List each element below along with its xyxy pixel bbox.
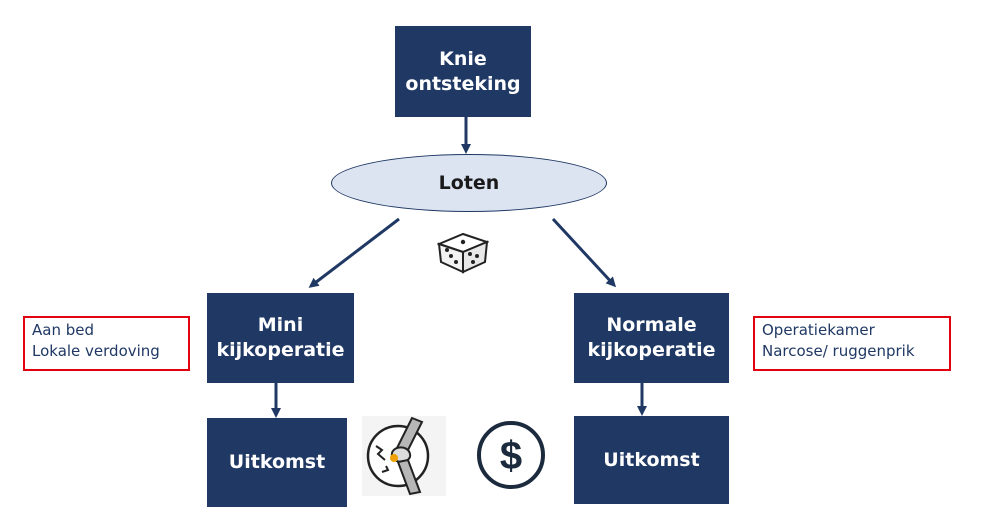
- arrow-ellipse-to-mini: [308, 217, 400, 288]
- operating-room-note-line-1: Operatiekamer: [762, 321, 875, 339]
- bedside-note: Aan bed Lokale verdoving: [23, 316, 190, 371]
- svg-text:$: $: [500, 434, 522, 478]
- knee-inflammation-box: Knie ontsteking: [395, 26, 531, 117]
- bedside-note-line-2: Lokale verdoving: [32, 342, 160, 360]
- normal-arthroscopy-line-2: kijkoperatie: [587, 339, 716, 361]
- knee-inflammation-line-1: Knie: [439, 47, 487, 70]
- mini-arthroscopy-line-1: Mini: [257, 314, 304, 336]
- outcome-left-label: Uitkomst: [228, 451, 326, 473]
- knee-joint-icon: [362, 416, 446, 496]
- outcome-right-label: Uitkomst: [603, 448, 700, 471]
- outcome-box-right: Uitkomst: [574, 416, 729, 504]
- dollar-icon: $: [474, 417, 554, 497]
- bedside-note-line-1: Aan bed: [32, 321, 94, 339]
- operating-room-note-line-2: Narcose/ ruggenprik: [762, 342, 915, 360]
- knee-inflammation-line-2: ontsteking: [405, 72, 521, 95]
- operating-room-note: Operatiekamer Narcose/ ruggenprik: [753, 316, 951, 371]
- mini-arthroscopy-line-2: kijkoperatie: [216, 339, 345, 361]
- randomization-label: Loten: [438, 172, 500, 194]
- normal-arthroscopy-box: Normale kijkoperatie: [574, 293, 729, 383]
- outcome-box-left: Uitkomst: [207, 418, 347, 507]
- normal-arthroscopy-line-1: Normale: [606, 314, 697, 336]
- mini-arthroscopy-box: Mini kijkoperatie: [207, 293, 354, 383]
- dice-icon: [436, 226, 490, 274]
- randomization-ellipse: Loten: [331, 154, 607, 212]
- arrow-ellipse-to-normal: [551, 217, 617, 288]
